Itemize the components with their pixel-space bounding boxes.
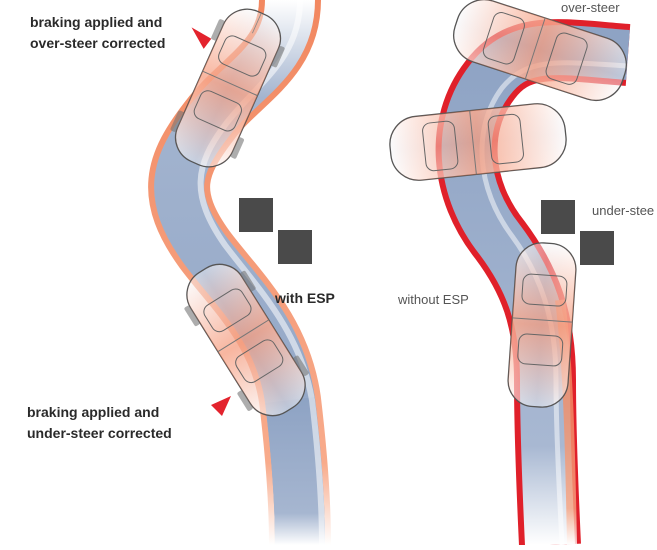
label-over-steer: over-steer (561, 0, 620, 18)
label-under-steer: under-stee (592, 201, 654, 221)
label-bottom-left-line1: braking applied and (27, 402, 159, 422)
status-square-icon (278, 230, 312, 264)
status-square-icon (541, 200, 575, 234)
label-without-esp: without ESP (398, 290, 469, 310)
status-square-icon (239, 198, 273, 232)
car-without-esp-bottom (506, 241, 577, 409)
status-square-icon (580, 231, 614, 265)
braking-arrow-icon (192, 25, 213, 50)
label-top-left-line2: over-steer corrected (30, 33, 165, 53)
braking-arrow-icon (211, 396, 231, 416)
label-top-left-line1: braking applied and (30, 12, 162, 32)
car-without-esp-middle (387, 101, 569, 183)
label-bottom-left-line2: under-steer corrected (27, 423, 172, 443)
label-with-esp: with ESP (275, 288, 335, 308)
